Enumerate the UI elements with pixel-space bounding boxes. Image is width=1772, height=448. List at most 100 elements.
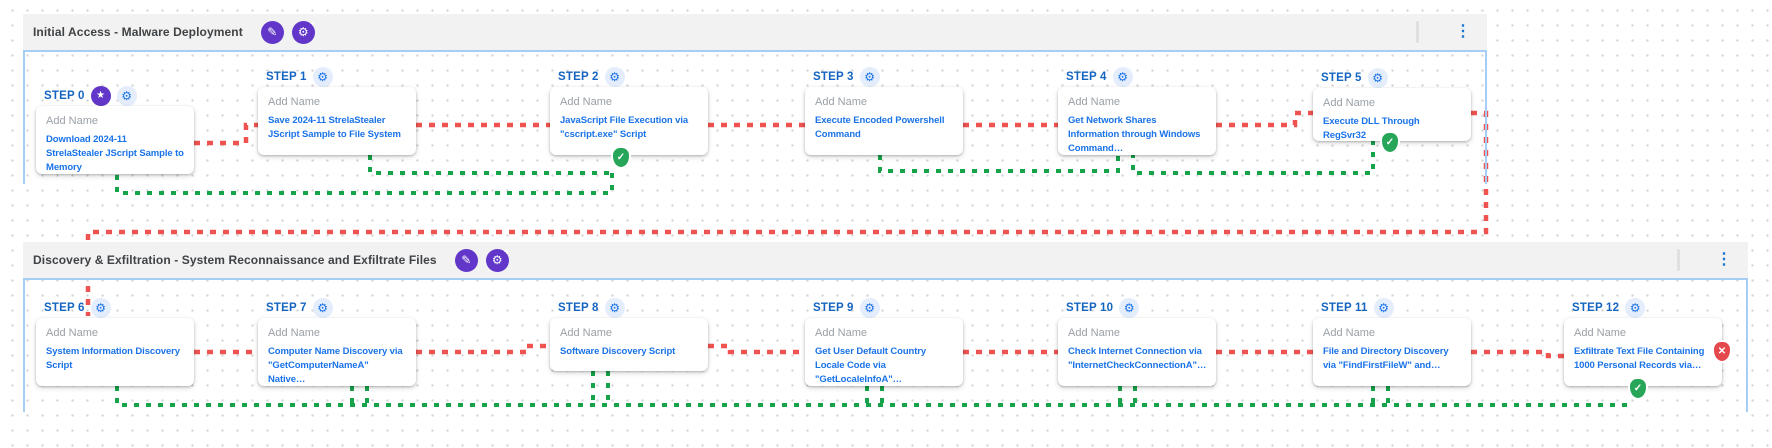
step-header: STEP 12⚙: [1564, 297, 1722, 318]
success-check-badge: ✓: [1380, 131, 1400, 154]
step-header: STEP 11 ⚙: [1313, 297, 1471, 318]
step-name-placeholder[interactable]: Add Name: [1574, 327, 1626, 339]
step-description-link[interactable]: Download 2024-11 StrelaStealer JScript S…: [46, 134, 184, 173]
section-discovery-exfiltration: Discovery & Exfiltration - System Reconn…: [23, 242, 1748, 412]
step-label: STEP 10: [1066, 301, 1114, 314]
step-name-placeholder[interactable]: Add Name: [1323, 327, 1375, 339]
step-description-link[interactable]: File and Directory Discovery via "FindFi…: [1323, 346, 1449, 371]
add-step-button[interactable]: ⚙+: [291, 19, 315, 44]
connector-red-step11-step12: [1471, 349, 1564, 359]
step-header: STEP 0★⚙: [36, 85, 194, 106]
step-label: STEP 3: [813, 70, 854, 83]
step-settings-gear-icon[interactable]: ⚙: [604, 297, 625, 318]
step-header: STEP 4 ⚙: [1058, 66, 1216, 87]
step-settings-gear-icon[interactable]: ⚙: [1373, 297, 1394, 318]
connector-red-step0-step1: [194, 122, 258, 146]
step-settings-gear-icon[interactable]: ⚙: [90, 297, 111, 318]
step-description-link[interactable]: Software Discovery Script: [560, 346, 676, 357]
edit-section-button[interactable]: ✎: [260, 20, 284, 44]
step-name-placeholder[interactable]: Add Name: [268, 327, 320, 339]
step-name-placeholder[interactable]: Add Name: [1068, 327, 1120, 339]
step-settings-gear-icon[interactable]: ⚙: [116, 85, 137, 106]
section-title: Discovery & Exfiltration - System Reconn…: [33, 253, 437, 267]
step-settings-gear-icon[interactable]: ⚙: [1119, 297, 1140, 318]
section-menu-button[interactable]: ⋮: [1451, 24, 1475, 40]
edit-section-button[interactable]: ✎: [454, 248, 478, 272]
section-header: Discovery & Exfiltration - System Reconn…: [23, 242, 1748, 280]
step-description-link[interactable]: System Information Discovery Script: [46, 346, 180, 371]
step-settings-gear-icon[interactable]: ⚙: [859, 66, 880, 87]
step-header: STEP 2 ⚙: [550, 66, 708, 87]
pencil-icon: ✎: [461, 253, 472, 267]
success-check-badge: ✓: [1628, 377, 1648, 400]
step-label: STEP 2: [558, 70, 599, 83]
step-settings-gear-icon[interactable]: ⚙: [1367, 67, 1388, 88]
step-name-placeholder[interactable]: Add Name: [815, 327, 867, 339]
step-name-placeholder[interactable]: Add Name: [46, 327, 98, 339]
section-header: Initial Access - Malware Deployment ✎ ⚙+…: [23, 14, 1487, 52]
step-description-link[interactable]: Check Internet Connection via "InternetC…: [1068, 346, 1207, 371]
step-name-placeholder[interactable]: Add Name: [268, 96, 320, 108]
step-label: STEP 4: [1066, 70, 1107, 83]
step-name-placeholder[interactable]: Add Name: [560, 96, 612, 108]
gear-plus-icon: ⚙: [491, 253, 503, 267]
step-description-link[interactable]: Computer Name Discovery via "GetComputer…: [268, 346, 403, 385]
step-name-placeholder[interactable]: Add Name: [46, 115, 98, 127]
kebab-icon: ⋮: [1455, 23, 1471, 40]
step-description-link[interactable]: Exfiltrate Text File Containing 1000 Per…: [1574, 346, 1705, 371]
panel-border-right: [1746, 280, 1748, 412]
connector-green-section2-main: [115, 386, 1627, 407]
step-description-link[interactable]: Save 2024-11 StrelaStealer JScript Sampl…: [268, 115, 401, 140]
success-check-badge: ✓: [611, 146, 631, 169]
step-label: STEP 11: [1321, 301, 1368, 314]
step-description-link[interactable]: Get Network Shares Information through W…: [1068, 115, 1201, 154]
panel-border-right: [1485, 52, 1487, 184]
step-name-placeholder[interactable]: Add Name: [560, 327, 612, 339]
step-settings-gear-icon[interactable]: ⚙: [1112, 66, 1133, 87]
step-settings-gear-icon[interactable]: ⚙: [1625, 297, 1646, 318]
step-header: STEP 7⚙: [258, 297, 416, 318]
step-settings-gear-icon[interactable]: ⚙: [312, 297, 333, 318]
step-header: STEP 8⚙: [550, 297, 708, 318]
step-header: STEP 10 ⚙: [1058, 297, 1216, 318]
add-step-button[interactable]: ⚙+: [485, 247, 509, 272]
step-name-placeholder[interactable]: Add Name: [1068, 96, 1120, 108]
header-divider: [1677, 249, 1680, 271]
step-description-link[interactable]: Execute Encoded Powershell Command: [815, 115, 945, 140]
step-settings-gear-icon[interactable]: ⚙: [312, 66, 333, 87]
section-menu-button[interactable]: ⋮: [1712, 252, 1736, 268]
step-settings-gear-icon[interactable]: ⚙: [859, 297, 880, 318]
step-description-link[interactable]: Get User Default Country Locale Code via…: [815, 346, 927, 385]
step-settings-gear-icon[interactable]: ⚙: [604, 66, 625, 87]
panel-border-left: [23, 52, 25, 184]
step-name-placeholder[interactable]: Add Name: [815, 96, 867, 108]
step-description-link[interactable]: JavaScript File Execution via "cscript.e…: [560, 115, 689, 140]
connector-red-step8-step9: [708, 343, 805, 355]
step-name-placeholder[interactable]: Add Name: [1323, 97, 1375, 109]
step-label: STEP 1: [266, 70, 307, 83]
step-header: STEP 3 ⚙: [805, 66, 963, 87]
step-header: STEP 5⚙: [1313, 67, 1471, 88]
step-header: STEP 6⚙: [36, 297, 194, 318]
